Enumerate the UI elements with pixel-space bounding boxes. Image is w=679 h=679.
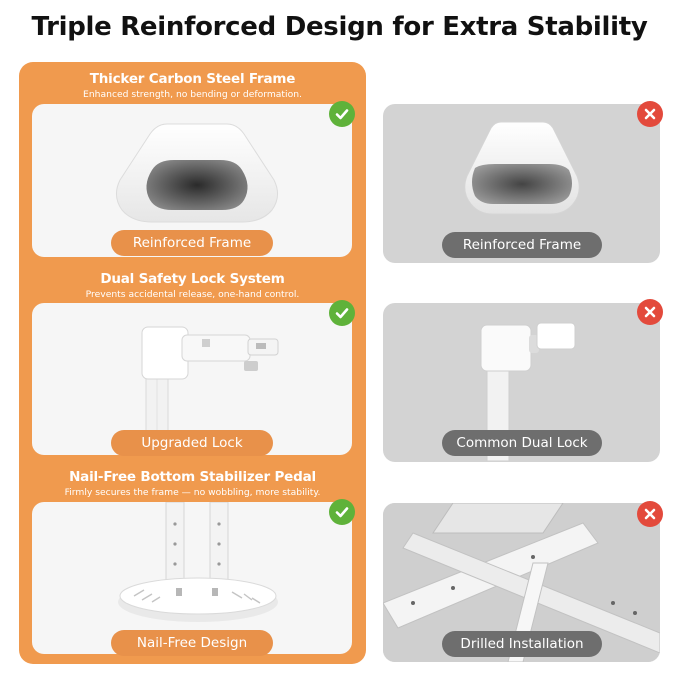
bad-label-frame: Reinforced Frame [442, 232, 602, 258]
good-label-frame: Reinforced Frame [111, 230, 273, 256]
bad-label-pedal: Drilled Installation [442, 631, 602, 657]
check-icon [329, 499, 355, 525]
product-lock-card [32, 303, 352, 455]
section-title: Nail-Free Bottom Stabilizer Pedal [69, 469, 316, 485]
thin-frame-tube-image [464, 121, 580, 215]
section-subtitle: Firmly secures the frame — no wobbling, … [64, 487, 321, 498]
drilled-bracket-image [383, 503, 660, 662]
section-header-frame: Thicker Carbon Steel Frame Enhanced stre… [19, 71, 366, 100]
page-title: Triple Reinforced Design for Extra Stabi… [31, 12, 648, 42]
section-subtitle: Prevents accidental release, one-hand co… [85, 289, 300, 300]
section-header-lock: Dual Safety Lock System Prevents acciden… [19, 271, 366, 300]
thick-frame-tube-image [116, 123, 278, 223]
check-icon [329, 300, 355, 326]
section-subtitle: Enhanced strength, no bending or deforma… [83, 89, 302, 100]
product-pedal-card [32, 502, 352, 654]
drilled-install-card [383, 503, 660, 662]
bad-label-lock: Common Dual Lock [442, 430, 602, 456]
check-icon [329, 101, 355, 127]
good-label-pedal: Nail-Free Design [111, 630, 273, 656]
section-title: Thicker Carbon Steel Frame [89, 71, 296, 87]
stabilizer-pedal-image [118, 502, 278, 622]
cross-icon [637, 299, 663, 325]
section-title: Dual Safety Lock System [100, 271, 285, 287]
cross-icon [637, 501, 663, 527]
cross-icon [637, 101, 663, 127]
upgraded-lock-image [141, 326, 279, 455]
section-header-pedal: Nail-Free Bottom Stabilizer Pedal Firmly… [19, 469, 366, 498]
good-label-lock: Upgraded Lock [111, 430, 273, 456]
product-frame-card [32, 104, 352, 257]
